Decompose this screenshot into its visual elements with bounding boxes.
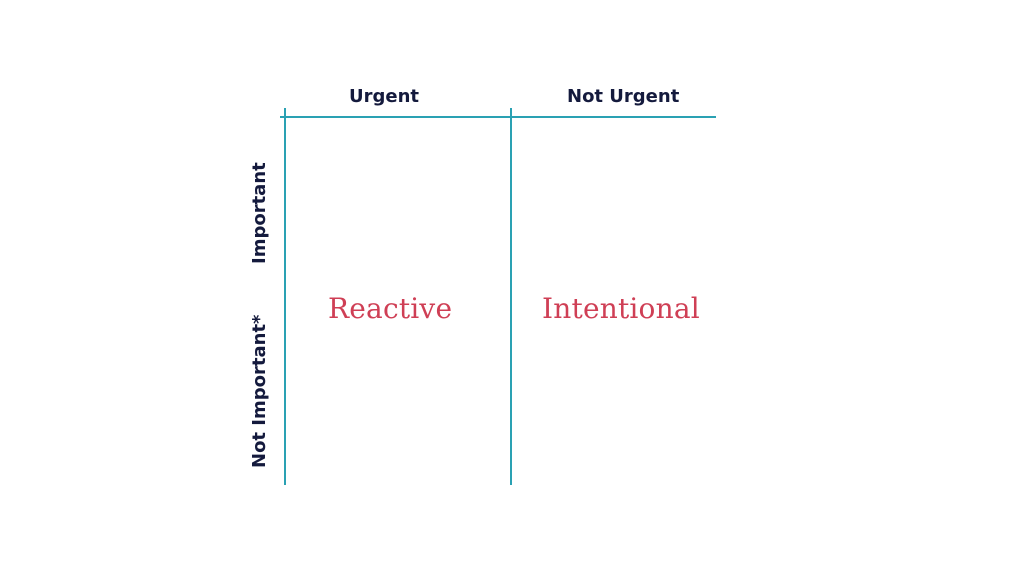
column-divider-line <box>510 108 512 485</box>
quadrant-label-intentional: Intentional <box>542 292 700 325</box>
row-header-important: Important <box>249 162 270 264</box>
quadrant-label-reactive: Reactive <box>328 292 453 325</box>
left-axis-line <box>284 108 286 485</box>
header-divider-line <box>280 116 716 118</box>
column-header-urgent: Urgent <box>349 86 420 107</box>
row-header-not-important: Not Important* <box>249 314 270 468</box>
column-header-not-urgent: Not Urgent <box>567 86 680 107</box>
